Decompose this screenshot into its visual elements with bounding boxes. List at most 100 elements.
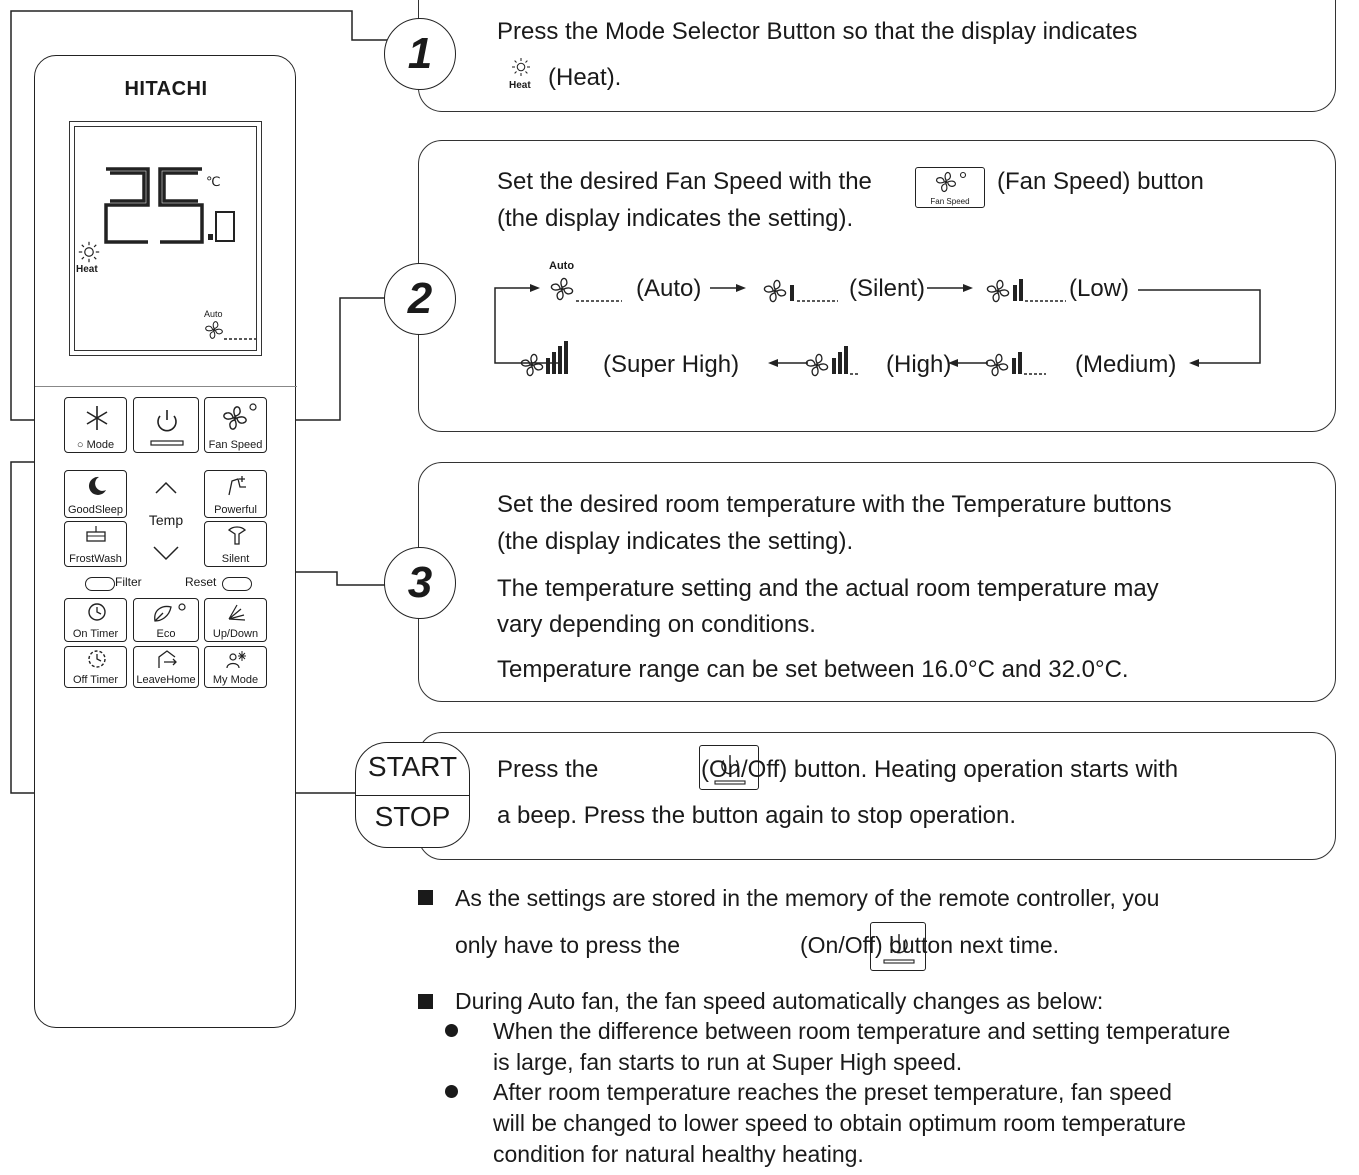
goodsleep-label: GoodSleep xyxy=(67,504,124,516)
step3-line2: (the display indicates the setting). xyxy=(497,528,854,555)
speed-silent: (Silent) xyxy=(849,275,926,302)
powerful-button[interactable]: Powerful xyxy=(204,470,267,518)
eco-button[interactable]: Eco xyxy=(133,598,199,642)
my-mode-icon xyxy=(226,651,246,669)
silent-button[interactable]: Silent xyxy=(204,521,267,567)
fan-speed-button[interactable]: Fan Speed xyxy=(204,397,267,453)
powerful-label: Powerful xyxy=(214,504,257,516)
temp-down-icon[interactable] xyxy=(151,542,181,564)
step4-line2: a beep. Press the button again to stop o… xyxy=(497,802,1017,829)
note1-line2-pre: only have to press the xyxy=(455,932,681,958)
step4-box xyxy=(418,732,1336,860)
fan-speed-button-icon: Fan Speed xyxy=(915,167,985,208)
note1-line2-post: (On/Off) button next time. xyxy=(800,932,1060,958)
heat-icon xyxy=(78,241,100,263)
eco-leaf-icon xyxy=(154,603,186,622)
filter-label: Filter xyxy=(115,575,142,589)
frostwash-label: FrostWash xyxy=(69,553,122,565)
step1-number: 1 xyxy=(384,18,456,90)
brand-logo: HITACHI xyxy=(124,78,208,100)
speed-medium: (Medium) xyxy=(1075,351,1177,378)
step4-line1-pre: Press the xyxy=(497,756,599,783)
note1-bullet xyxy=(418,890,433,905)
bullet1-dot xyxy=(445,1024,458,1037)
fan-speed-cycle xyxy=(494,277,1261,377)
step3-line5: Temperature range can be set between 16.… xyxy=(497,656,1129,683)
reset-button[interactable] xyxy=(222,577,252,591)
remote-controller: HITACHI ℃ Heat Auto xyxy=(34,55,297,1028)
bullet2-line1: After room temperature reaches the prese… xyxy=(493,1079,1172,1105)
step2-line1-post: (Fan Speed) button xyxy=(997,168,1204,195)
lcd-display: ℃ Heat Auto xyxy=(69,121,262,356)
goodsleep-button[interactable]: GoodSleep xyxy=(64,470,127,518)
silent-label: Silent xyxy=(221,553,250,565)
on-timer-button[interactable]: On Timer xyxy=(64,598,127,642)
lcd-fan-icon xyxy=(205,321,256,340)
speed-high: (High) xyxy=(886,351,952,378)
speed-low: (Low) xyxy=(1069,275,1130,302)
step1-line2: (Heat). xyxy=(548,64,622,91)
step2-number: 2 xyxy=(384,263,456,335)
lcd-fan-label: Auto xyxy=(204,309,223,319)
note2-text: During Auto fan, the fan speed automatic… xyxy=(455,988,1104,1014)
bullet2-line3: condition for natural healthy heating. xyxy=(493,1141,864,1167)
off-timer-icon xyxy=(88,650,106,668)
step3-line1: Set the desired room temperature with th… xyxy=(497,491,1172,518)
swing-icon xyxy=(228,604,246,621)
step1-line1: Press the Mode Selector Button so that t… xyxy=(497,18,1138,45)
temp-button-group: Temp xyxy=(133,470,199,580)
note2-bullet xyxy=(418,994,433,1009)
silent-icon xyxy=(227,526,247,545)
bullet1-line1: When the difference between room tempera… xyxy=(493,1018,1231,1044)
step3-number: 3 xyxy=(384,547,456,619)
step2-line2: (the display indicates the setting). xyxy=(497,205,854,232)
step3-line3: The temperature setting and the actual r… xyxy=(497,575,1159,602)
mode-icon xyxy=(86,406,108,430)
frostwash-button[interactable]: FrostWash xyxy=(64,521,127,567)
off-timer-button[interactable]: Off Timer xyxy=(64,646,127,688)
temp-up-icon[interactable] xyxy=(153,478,179,498)
my-mode-label: My Mode xyxy=(212,674,259,686)
power-icon xyxy=(150,409,184,446)
fan-speed-icon xyxy=(223,403,257,430)
bullet2-line2: will be changed to lower speed to obtain… xyxy=(493,1110,1186,1136)
divider xyxy=(35,386,297,387)
eco-label: Eco xyxy=(156,628,176,640)
on-timer-label: On Timer xyxy=(72,628,119,640)
step1-box xyxy=(418,0,1336,112)
frostwash-icon xyxy=(86,526,106,542)
reset-label: Reset xyxy=(185,575,217,589)
power-button[interactable] xyxy=(133,397,199,453)
speed-super-high: (Super High) xyxy=(603,351,740,378)
fan-speed-label: Fan Speed xyxy=(208,439,263,451)
bullet1-line2: is large, fan starts to run at Super Hig… xyxy=(493,1049,963,1075)
step3-line4: vary depending on conditions. xyxy=(497,611,816,638)
leavehome-button[interactable]: LeaveHome xyxy=(133,646,199,688)
updown-label: Up/Down xyxy=(212,628,259,640)
updown-button[interactable]: Up/Down xyxy=(204,598,267,642)
powerful-icon xyxy=(228,476,246,496)
unit-label: ℃ xyxy=(206,174,221,189)
off-timer-label: Off Timer xyxy=(72,674,119,686)
note1-line1: As the settings are stored in the memory… xyxy=(455,885,1160,911)
bullet2-dot xyxy=(445,1085,458,1098)
step3-box xyxy=(418,462,1336,702)
mode-label: ○ Mode xyxy=(76,439,115,451)
on-off-button-icon xyxy=(699,745,760,790)
auto-small-label: Auto xyxy=(549,260,575,272)
leavehome-label: LeaveHome xyxy=(136,674,196,686)
timer-icon xyxy=(88,603,106,621)
heat-icon xyxy=(511,57,531,77)
start-stop-divider xyxy=(356,795,469,796)
start-stop-badge: START STOP xyxy=(355,742,470,848)
mode-button[interactable]: ○ Mode xyxy=(64,397,127,453)
my-mode-button[interactable]: My Mode xyxy=(204,646,267,688)
lcd-mode-label: Heat xyxy=(76,264,98,275)
speed-auto: (Auto) xyxy=(636,275,702,302)
stop-label: STOP xyxy=(374,801,451,832)
leavehome-icon xyxy=(158,650,177,668)
filter-button[interactable] xyxy=(85,577,115,591)
step4-line1-post: (On/Off) button. Heating operation start… xyxy=(701,756,1179,783)
start-label: START xyxy=(367,751,458,782)
heat-icon-label: Heat xyxy=(509,80,531,91)
